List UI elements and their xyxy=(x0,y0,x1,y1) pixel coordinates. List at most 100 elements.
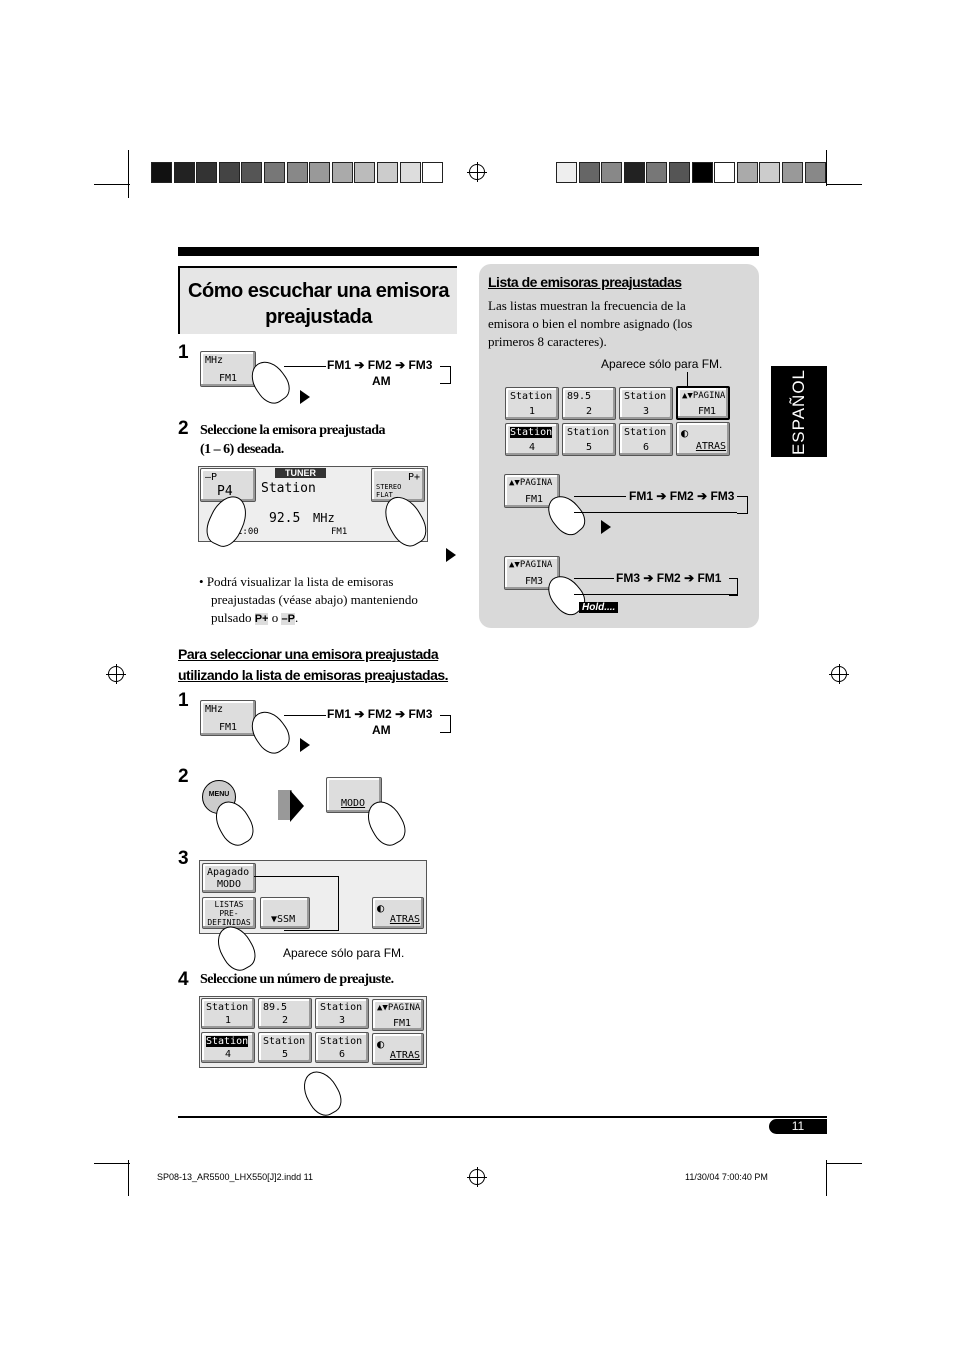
mhz-unit: MHz xyxy=(313,511,335,525)
pagina-button[interactable]: ▲▼PAGINA FM1 xyxy=(372,999,424,1031)
ssm-button[interactable]: ▼SSM xyxy=(260,897,310,929)
color-swatch xyxy=(309,162,331,183)
flow-line xyxy=(440,715,451,733)
arrow-right-icon xyxy=(446,548,456,562)
flow-line xyxy=(737,496,748,514)
color-swatch xyxy=(623,162,645,183)
page-flow-up: FM1 ➔ FM2 ➔ FM3 xyxy=(629,489,735,503)
color-swatch xyxy=(151,162,172,183)
pagina-fm1-button[interactable]: ▲▼PAGINA FM1 xyxy=(504,474,560,508)
crop-mark xyxy=(826,150,827,186)
mhz-fm-button-2[interactable]: MHz FM1 xyxy=(200,700,256,736)
finger-icon xyxy=(296,1065,348,1121)
back-icon: ◐ xyxy=(377,901,385,915)
callout-line xyxy=(254,876,338,877)
mhz-fm-button[interactable]: MHz FM1 xyxy=(200,351,256,387)
color-swatch xyxy=(714,162,736,183)
flow-line xyxy=(574,578,614,579)
color-swatch xyxy=(556,162,577,183)
section-title: Cómo escuchar una emisora preajustada xyxy=(188,280,449,328)
bottom-rule xyxy=(178,1116,827,1118)
crop-mark xyxy=(94,184,130,185)
callout-line xyxy=(687,372,688,386)
step-1-number: 1 xyxy=(178,342,189,363)
atras-button-2[interactable]: ◐ ATRAS xyxy=(372,1033,424,1065)
crop-mark xyxy=(826,1163,862,1164)
color-swatch xyxy=(196,162,218,183)
apagado-modo-button[interactable]: Apagado MODO xyxy=(202,863,256,893)
color-swatch xyxy=(736,162,758,183)
panel-body: Las listas muestran la frecuencia de la … xyxy=(488,298,693,349)
callout-line xyxy=(338,876,339,930)
mode-screen: Apagado MODO LISTAS PRE- DEFINIDAS ▼SSM … xyxy=(199,860,427,934)
color-swatch xyxy=(804,162,826,183)
flow-line xyxy=(574,512,737,513)
color-swatch xyxy=(286,162,308,183)
subheading: Para seleccionar una emisora preajustada… xyxy=(178,646,449,683)
color-swatch xyxy=(264,162,285,183)
pagina-fm3-button[interactable]: ▲▼PAGINA FM3 xyxy=(504,556,560,590)
registration-mark-left xyxy=(106,664,126,684)
flow-line xyxy=(729,578,738,596)
color-swatch xyxy=(399,162,421,183)
color-swatch xyxy=(354,162,376,183)
registration-mark-bottom xyxy=(467,1167,487,1187)
color-swatch xyxy=(241,162,263,183)
flow-line xyxy=(284,715,326,716)
footer-file: SP08-13_AR5500_LHX550[J]2.indd 11 xyxy=(157,1172,313,1182)
crop-mark xyxy=(826,1160,827,1196)
band-flow: FM1 ➔ FM2 ➔ FM3 xyxy=(327,358,433,372)
color-swatch xyxy=(173,162,195,183)
back-icon: ◐ xyxy=(377,1037,385,1051)
top-rule xyxy=(178,247,759,256)
flow-line xyxy=(574,594,737,595)
arrow-right-head xyxy=(290,790,304,822)
substep-1-number: 1 xyxy=(178,690,189,711)
band-label: FM1 xyxy=(331,527,348,537)
substep-4-number: 4 xyxy=(178,969,189,990)
color-swatch xyxy=(669,162,690,183)
color-swatch xyxy=(377,162,398,183)
fm-only-note: Aparece sólo para FM. xyxy=(283,946,405,960)
color-swatch xyxy=(218,162,240,183)
crop-mark xyxy=(826,184,862,185)
substep-3-number: 3 xyxy=(178,848,189,869)
footer-date: 11/30/04 7:00:40 PM xyxy=(685,1172,768,1182)
band-flow-am-2: AM xyxy=(372,723,391,737)
substep-2-number: 2 xyxy=(178,766,189,787)
arrow-right-icon xyxy=(300,738,310,752)
section-title-box: Cómo escuchar una emisora preajustada xyxy=(178,266,457,334)
arrow-right-icon xyxy=(300,390,310,404)
flow-line xyxy=(440,366,451,384)
color-swatch xyxy=(601,162,623,183)
crop-mark xyxy=(94,1163,130,1164)
preset-list-panel: Lista de emisoras preajustadas Las lista… xyxy=(479,264,759,628)
flow-line xyxy=(574,496,626,497)
color-swatch xyxy=(691,162,713,183)
panel-fm-note: Aparece sólo para FM. xyxy=(601,357,723,371)
frequency: 92.5 xyxy=(269,511,301,526)
atras-button[interactable]: ◐ ATRAS xyxy=(372,897,424,929)
language-tab: ESPAÑOL xyxy=(771,366,827,457)
listas-predefinidas-button[interactable]: LISTAS PRE- DEFINIDAS xyxy=(202,897,256,929)
band-flow-am: AM xyxy=(372,374,391,388)
crop-mark xyxy=(128,150,129,186)
pagina-button-panel[interactable]: ▲▼PAGINA FM1 xyxy=(676,386,730,420)
back-icon: ◐ xyxy=(681,426,689,440)
atras-button-panel[interactable]: ◐ ATRAS xyxy=(676,422,730,456)
color-swatch xyxy=(331,162,353,183)
